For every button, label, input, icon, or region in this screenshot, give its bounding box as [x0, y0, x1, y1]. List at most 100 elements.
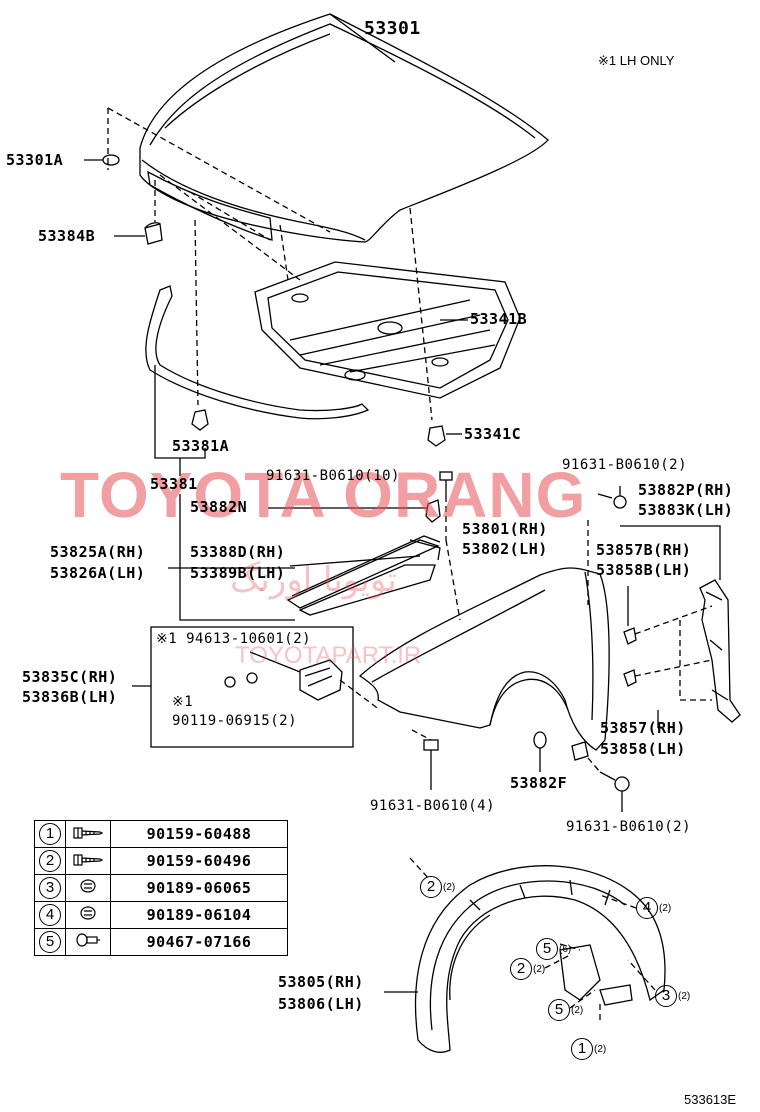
label-nut-part: 90119-06915(2)	[172, 713, 298, 729]
label-mudguard-lh: 53806(LH)	[278, 995, 364, 1013]
legend-number: 3	[39, 877, 61, 899]
lh-only-note: ※1 LH ONLY	[598, 53, 675, 68]
legend-number: 5	[39, 931, 61, 953]
legend-row: 4 90189-06104	[34, 901, 288, 929]
label-bolt-right: 91631-B0610(2)	[562, 457, 688, 473]
label-fender-rh: 53801(RH)	[462, 520, 548, 538]
hood-insulator	[254, 261, 521, 399]
label-liner-b-rh: 53857B(RH)	[596, 541, 692, 559]
fender-clip-53882n	[425, 499, 441, 523]
label-nut-mark: ※1	[172, 694, 194, 710]
hood-cushion-53384b	[144, 222, 163, 245]
fastener-legend: 1 90159-60488 2 90159-60496 3 90189-06065 4 901…	[34, 820, 288, 956]
clip-icon	[78, 879, 98, 898]
fender-bracket	[299, 659, 343, 701]
label-bolt-top: 91631-B0610(10)	[266, 468, 400, 484]
watermark-brand: TOYOTA ORANG	[60, 459, 587, 531]
clip-icon	[78, 906, 98, 925]
legend-part-number: 90159-60488	[110, 820, 288, 848]
label-cowl-lh: 53826A(LH)	[50, 564, 146, 582]
diagram-code: 533613E	[684, 1092, 737, 1107]
legend-row: 3 90189-06065	[34, 874, 288, 902]
label-fender-lh: 53802(LH)	[462, 540, 548, 558]
legend-num-cell: 3	[34, 874, 66, 902]
hood-seal	[145, 285, 370, 420]
hood-panel	[139, 13, 549, 243]
label-insulator-clip: 53341C	[464, 425, 522, 443]
legend-num-cell: 2	[34, 847, 66, 875]
legend-part-number: 90189-06104	[110, 901, 288, 929]
label-clip-f: 53882F	[510, 774, 568, 792]
label-seal: 53381	[150, 475, 198, 493]
label-bolt-bottom: 91631-B0610(4)	[370, 798, 496, 814]
label-cushion: 53384B	[38, 227, 96, 245]
seal-clip-53381a	[191, 409, 209, 431]
fender-bolt-right	[597, 493, 627, 509]
legend-num-cell: 5	[34, 928, 66, 956]
callout-1: 1(2)	[571, 1038, 606, 1060]
label-insulator: 53341B	[470, 310, 528, 328]
legend-icon-cell	[65, 847, 111, 875]
label-hood: 53301	[364, 18, 421, 39]
watermark-arabic: تویوتا اورنگ	[230, 560, 397, 600]
callout-2-a: 2(2)	[420, 876, 455, 898]
hood-dash-lines	[107, 107, 433, 421]
legend-icon-cell	[65, 901, 111, 929]
callout-5-a: 5(6)	[536, 938, 571, 960]
watermark-site: TOYOTAPART.IR	[235, 642, 422, 669]
fender-clip-53882f	[533, 731, 547, 749]
liner-clip-upper	[623, 627, 637, 645]
callout-3: 3(2)	[655, 985, 690, 1007]
legend-part-number: 90159-60496	[110, 847, 288, 875]
legend-row: 2 90159-60496	[34, 847, 288, 875]
label-seal-clip: 53381A	[172, 437, 230, 455]
callout-4: 4(2)	[636, 897, 671, 919]
legend-row: 5 90467-07166	[34, 928, 288, 956]
legend-num-cell: 1	[34, 820, 66, 848]
label-bolt-lower-right: 91631-B0610(2)	[566, 819, 692, 835]
hood-plug-53301a	[102, 154, 120, 166]
callout-5-b: 5(2)	[548, 999, 583, 1021]
liner-clip-lower	[623, 669, 637, 687]
front-fender	[358, 567, 610, 751]
label-sealside-rh: 53388D(RH)	[190, 543, 286, 561]
fender-liner-seal	[699, 579, 741, 723]
fender-bolt-top	[439, 471, 453, 496]
legend-part-number: 90467-07166	[110, 928, 288, 956]
legend-number: 2	[39, 850, 61, 872]
insulator-clip-53341c	[427, 425, 446, 447]
liner-dash-lines	[634, 605, 713, 701]
screw-icon	[72, 825, 104, 844]
label-liner-b-lh: 53858B(LH)	[596, 561, 692, 579]
label-bracket-rh: 53835C(RH)	[22, 668, 118, 686]
label-clip-n: 53882N	[190, 498, 248, 516]
legend-icon-cell	[65, 874, 111, 902]
bracket-nut	[224, 676, 236, 688]
legend-number: 4	[39, 904, 61, 926]
label-sealside-lh: 53389B(LH)	[190, 564, 286, 582]
label-liner-lh: 53858(LH)	[600, 740, 686, 758]
screw-icon	[72, 852, 104, 871]
label-bracket-part: ※1 94613-10601(2)	[156, 631, 312, 647]
legend-part-number: 90189-06065	[110, 874, 288, 902]
legend-icon-cell	[65, 928, 111, 956]
label-mudguard-rh: 53805(RH)	[278, 973, 364, 991]
label-seal-k-lh: 53883K(LH)	[638, 501, 734, 519]
label-hood-sub: 53301A	[6, 151, 64, 169]
label-seal-p-rh: 53882P(RH)	[638, 481, 734, 499]
legend-num-cell: 4	[34, 901, 66, 929]
front-wheel-liner	[414, 865, 666, 1053]
legend-icon-cell	[65, 820, 111, 848]
fender-bolt-bottom	[423, 739, 439, 790]
bracket-group-box	[150, 626, 354, 748]
callout-2-b: 2(2)	[510, 958, 545, 980]
legend-number: 1	[39, 823, 61, 845]
fender-bolt-lower-right	[599, 771, 630, 812]
legend-row: 1 90159-60488	[34, 820, 288, 848]
label-liner-rh: 53857(RH)	[600, 719, 686, 737]
rivet-icon	[75, 933, 101, 952]
label-bracket-lh: 53836B(LH)	[22, 688, 118, 706]
label-cowl-rh: 53825A(RH)	[50, 543, 146, 561]
